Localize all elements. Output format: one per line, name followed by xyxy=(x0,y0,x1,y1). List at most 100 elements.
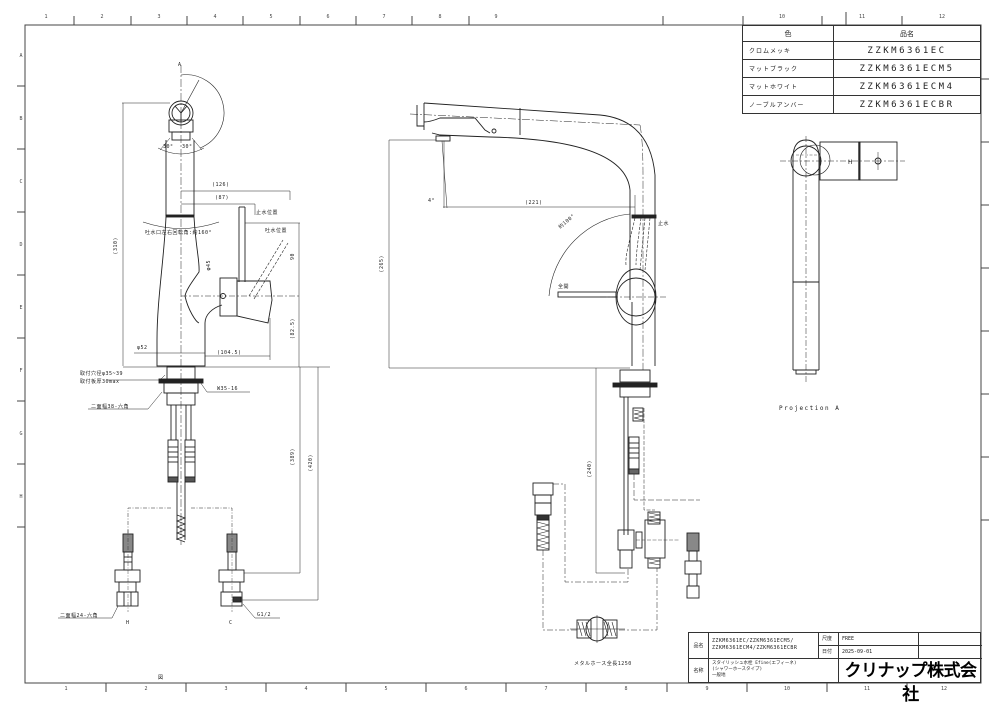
part-code-cell: ZZKM6361ECBR xyxy=(833,95,981,114)
thread-g12-label: G1/2 xyxy=(257,612,272,618)
dim-221: (221) xyxy=(525,200,543,206)
sheet-border xyxy=(24,24,982,684)
angle-right-label: 30° xyxy=(182,144,193,150)
zone-label: 6 xyxy=(464,686,468,692)
zone-label: 7 xyxy=(382,14,386,20)
full-open-label: 全開 xyxy=(558,284,570,290)
stop-label: 止水 xyxy=(658,221,670,227)
scale-label: 尺度 xyxy=(819,633,839,646)
date-value: 2025-09-01 xyxy=(839,646,919,659)
zone-label: A xyxy=(19,53,23,59)
mount-hole-label: 取付穴径φ35~39 xyxy=(80,371,124,377)
stop-position-label: 止水位置 xyxy=(256,210,279,216)
zone-label: 8 xyxy=(438,14,442,20)
zone-label: 1 xyxy=(64,686,68,692)
dim-82-5: (82.5) xyxy=(290,318,296,340)
dia-45: φ45 xyxy=(206,260,212,271)
zone-label: 11 xyxy=(858,14,866,20)
zone-label: E xyxy=(19,305,23,311)
color-cell: マットホワイト xyxy=(742,77,834,96)
part-code-cell: ZZKM6361ECM4 xyxy=(833,77,981,96)
zone-label: 10 xyxy=(783,686,791,692)
name-value-line-2: (シャワーホースタイプ) xyxy=(712,667,763,672)
zone-label: H xyxy=(19,494,23,500)
spout-rotation-label: 吐水口左右回転角:約160° xyxy=(145,230,213,236)
side-view-drawing xyxy=(58,65,330,619)
color-cell: ノーブルアンバー xyxy=(742,95,834,114)
color-cell: クロムメッキ xyxy=(742,41,834,60)
hot-mark: H xyxy=(126,620,130,626)
thread-w35-label: W35-16 xyxy=(217,386,239,392)
blank-cell xyxy=(919,646,982,659)
scale-value: FREE xyxy=(839,633,919,646)
zone-label: 5 xyxy=(269,14,273,20)
bottom-mark: 図 xyxy=(158,675,164,681)
bottom-zone-ticks xyxy=(105,683,908,692)
hose-length-label: メタルホース全長1250 xyxy=(574,661,632,667)
part-value: ZZKM6361EC/ZZKM6361ECM5/ ZZKM6361ECM4/ZZ… xyxy=(709,633,819,659)
dim-389: (389) xyxy=(290,448,296,466)
table-row: クロムメッキ ZZKM6361EC xyxy=(742,41,981,60)
side-zone-ticks xyxy=(17,78,989,528)
zone-label: 10 xyxy=(778,14,786,20)
zone-label: 4 xyxy=(213,14,217,20)
blank-cell xyxy=(919,633,982,646)
mount-thickness-label: 取付板厚30max xyxy=(80,379,120,385)
part-value-line-1: ZZKM6361EC/ZZKM6361ECM5/ xyxy=(712,638,794,644)
dim-90: 90 xyxy=(290,253,296,261)
zone-label: 9 xyxy=(494,14,498,20)
dim-310: (310) xyxy=(113,237,119,255)
name-label: 名称 xyxy=(689,659,709,683)
part-code-cell: ZZKM6361ECM5 xyxy=(833,59,981,78)
title-block: 品名 ZZKM6361EC/ZZKM6361ECM5/ ZZKM6361ECM4… xyxy=(688,632,982,705)
hot-mark-icon: H xyxy=(848,159,853,166)
zone-label: 2 xyxy=(144,686,148,692)
zone-label: 6 xyxy=(326,14,330,20)
zone-label: 12 xyxy=(940,686,948,692)
hex-38-label: 二面幅38-六角 xyxy=(91,404,130,410)
spout-position-label: 吐水位置 xyxy=(265,228,288,234)
dim-240: (240) xyxy=(587,460,593,478)
zone-label: G xyxy=(19,431,23,437)
dim-420: (420) xyxy=(308,454,314,472)
hex-24-label: 二面幅24-六角 xyxy=(60,613,99,619)
zone-label: 3 xyxy=(224,686,228,692)
name-value-line-3: 一般地 xyxy=(712,673,726,678)
header-part-name: 品名 xyxy=(833,25,981,42)
zone-label: 1 xyxy=(44,14,48,20)
part-code-cell: ZZKM6361EC xyxy=(833,41,981,60)
top-zone-ticks xyxy=(73,12,903,25)
angle-4-label: 4° xyxy=(428,198,436,204)
company-logo: クリナップ株式会社 xyxy=(844,661,978,705)
dim-126: (126) xyxy=(212,182,230,188)
zone-label: C xyxy=(19,179,23,185)
angle-left-label: 30° xyxy=(163,144,174,150)
zone-label: 9 xyxy=(705,686,709,692)
zone-label: D xyxy=(19,242,23,248)
zone-label: 5 xyxy=(384,686,388,692)
dim-104-5: (104.5) xyxy=(217,350,242,356)
zone-label: F xyxy=(19,368,23,374)
zone-label: 3 xyxy=(157,14,161,20)
part-label: 品名 xyxy=(689,633,709,659)
color-cell: マットブラック xyxy=(742,59,834,78)
parts-table-header: 色 品名 xyxy=(742,25,981,42)
zone-label: 12 xyxy=(938,14,946,20)
dim-87: (87) xyxy=(215,195,230,201)
projection-a-label: Projection A xyxy=(779,405,841,412)
name-value-line-1: スタイリッシュ水栓 Efine(エフィーネ) xyxy=(712,661,797,666)
front-view-drawing xyxy=(388,102,702,643)
cold-mark: C xyxy=(229,620,233,626)
dim-265: (265) xyxy=(379,255,385,273)
parts-table: 色 品名 クロムメッキ ZZKM6361EC マットブラック ZZKM6361E… xyxy=(742,25,981,114)
dia-52: φ52 xyxy=(137,345,148,351)
date-label: 日付 xyxy=(819,646,839,659)
table-row: ノーブルアンバー ZZKM6361ECBR xyxy=(742,95,981,114)
part-value-line-2: ZZKM6361ECM4/ZZKM6361ECBR xyxy=(712,645,798,651)
zone-label: 2 xyxy=(100,14,104,20)
view-a-marker: A xyxy=(178,62,182,68)
zone-label: 7 xyxy=(544,686,548,692)
zone-label: 4 xyxy=(304,686,308,692)
table-row: マットホワイト ZZKM6361ECM4 xyxy=(742,77,981,96)
